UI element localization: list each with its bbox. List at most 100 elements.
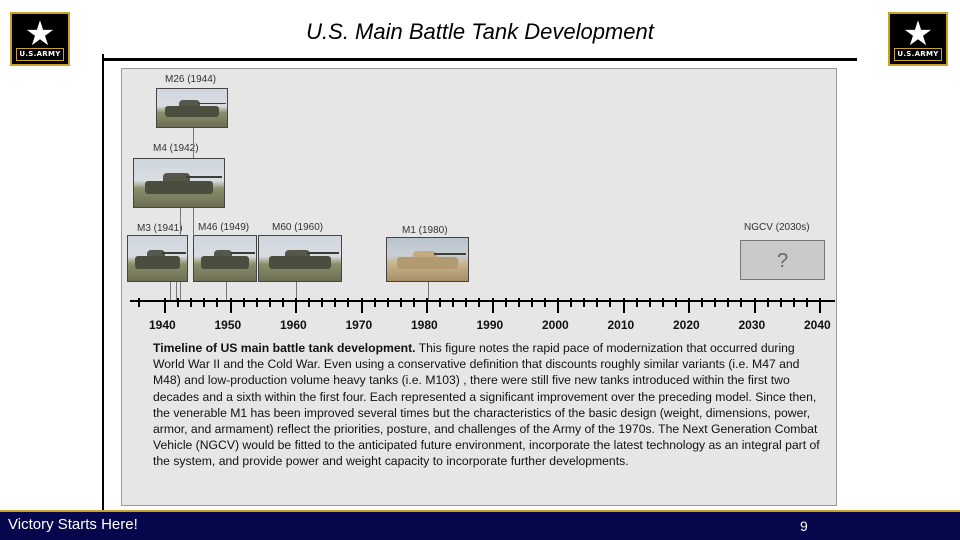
- axis-minor-tick: [701, 298, 704, 307]
- footer-motto: Victory Starts Here!: [8, 516, 138, 533]
- caption-body: This figure notes the rapid pace of mode…: [153, 341, 820, 469]
- connector-m60: [296, 282, 297, 300]
- axis-minor-tick: [648, 298, 651, 307]
- tank-label-m60: M60 (1960): [272, 222, 324, 233]
- tank-photo-m26: [156, 88, 228, 128]
- axis-major-tick: [688, 298, 690, 313]
- axis-minor-tick: [530, 298, 533, 307]
- axis-year-label: 1950: [214, 318, 242, 332]
- star-icon: ★: [24, 14, 56, 54]
- axis-minor-tick: [635, 298, 638, 307]
- axis-year-label: 2040: [804, 318, 831, 332]
- axis-major-tick: [229, 298, 232, 313]
- footer-bar: Victory Starts Here! 9: [0, 510, 960, 540]
- axis-minor-tick: [439, 298, 442, 307]
- axis-minor-tick: [596, 298, 599, 307]
- axis-minor-tick: [321, 298, 324, 307]
- axis-year-label: 1970: [345, 318, 373, 332]
- axis-minor-tick: [242, 298, 245, 307]
- axis-minor-tick: [766, 298, 769, 307]
- axis-minor-tick: [386, 298, 389, 307]
- axis-minor-tick: [203, 298, 206, 307]
- axis-minor-tick: [452, 298, 455, 307]
- axis-minor-tick: [674, 298, 677, 307]
- axis-year-label: 2000: [542, 318, 569, 332]
- us-army-logo-left: ★ U.S.ARMY: [10, 12, 70, 66]
- axis-major-tick: [819, 298, 821, 313]
- axis-year-label: 2020: [673, 318, 700, 332]
- axis-major-tick: [622, 298, 625, 313]
- axis-minor-tick: [779, 298, 782, 307]
- axis-minor-tick: [517, 298, 520, 307]
- star-icon: ★: [902, 14, 934, 54]
- tank-photo-m46: [193, 235, 257, 282]
- axis-minor-tick: [347, 298, 350, 307]
- axis-minor-tick: [399, 298, 402, 307]
- connector-m3: [170, 282, 171, 300]
- horizontal-rule: [102, 58, 857, 61]
- axis-minor-tick: [373, 298, 376, 307]
- axis-major-tick: [426, 298, 428, 313]
- axis-minor-tick: [465, 298, 468, 307]
- tank-label-m1: M1 (1980): [402, 225, 448, 236]
- axis-major-tick: [164, 298, 166, 313]
- tank-label-m26: M26 (1944): [165, 74, 217, 85]
- axis-minor-tick: [334, 298, 337, 307]
- axis-minor-tick: [504, 298, 507, 307]
- tank-label-ngcv: NGCV (2030s): [744, 222, 810, 233]
- connector-m46: [226, 282, 227, 300]
- axis-minor-tick: [740, 298, 743, 307]
- tank-label-m4: M4 (1942): [153, 143, 199, 154]
- slide-title: U.S. Main Battle Tank Development: [306, 19, 654, 44]
- axis-major-tick: [491, 298, 494, 313]
- timeline-figure: [121, 68, 837, 506]
- logo-text: U.S.ARMY: [894, 48, 942, 61]
- logo-text: U.S.ARMY: [16, 48, 64, 61]
- axis-minor-tick: [661, 298, 664, 307]
- axis-minor-tick: [805, 298, 808, 307]
- axis-minor-tick: [412, 298, 415, 307]
- tank-photo-m4: [133, 158, 225, 208]
- axis-minor-tick: [308, 298, 311, 307]
- tank-photo-m1: [386, 237, 469, 282]
- page-number: 9: [800, 518, 808, 534]
- axis-minor-tick: [543, 298, 546, 307]
- axis-minor-tick: [281, 298, 284, 307]
- axis-minor-tick: [583, 298, 586, 307]
- connector-m26: [193, 128, 194, 158]
- axis-minor-tick: [268, 298, 271, 307]
- connector-m1: [428, 282, 429, 300]
- connector-m4-low: [176, 282, 177, 300]
- axis-major-tick: [360, 298, 363, 313]
- axis-minor-tick: [570, 298, 573, 307]
- connector-m26-axis: [180, 282, 181, 300]
- axis-minor-tick: [478, 298, 481, 307]
- axis-year-label: 1990: [476, 318, 504, 332]
- axis-year-label: 1940: [149, 318, 176, 332]
- axis-minor-tick: [792, 298, 795, 307]
- axis-minor-tick: [190, 298, 193, 307]
- tank-photo-m60: [258, 235, 342, 282]
- axis-minor-tick: [609, 298, 612, 307]
- vertical-rule: [102, 54, 104, 510]
- axis-year-label: 1980: [411, 318, 438, 332]
- axis-minor-tick: [177, 298, 180, 307]
- axis-year-label: 1960: [280, 318, 307, 332]
- axis-year-label: 2010: [607, 318, 635, 332]
- axis-minor-tick: [138, 298, 140, 307]
- us-army-logo-right: ★ U.S.ARMY: [888, 12, 948, 66]
- figure-caption: Timeline of US main battle tank developm…: [153, 340, 825, 470]
- axis-year-label: 2030: [738, 318, 766, 332]
- axis-minor-tick: [727, 298, 730, 307]
- axis-minor-tick: [216, 298, 219, 307]
- axis-minor-tick: [255, 298, 258, 307]
- tank-photo-m3: [127, 235, 188, 282]
- connector-m26-low: [193, 208, 194, 236]
- caption-lead: Timeline of US main battle tank developm…: [153, 341, 416, 355]
- ngcv-placeholder-box: ?: [740, 240, 825, 280]
- connector-m4: [180, 208, 181, 236]
- axis-major-tick: [557, 298, 559, 313]
- footer-accent-line: [0, 510, 960, 512]
- axis-major-tick: [295, 298, 297, 313]
- timeline-axis: [130, 300, 835, 302]
